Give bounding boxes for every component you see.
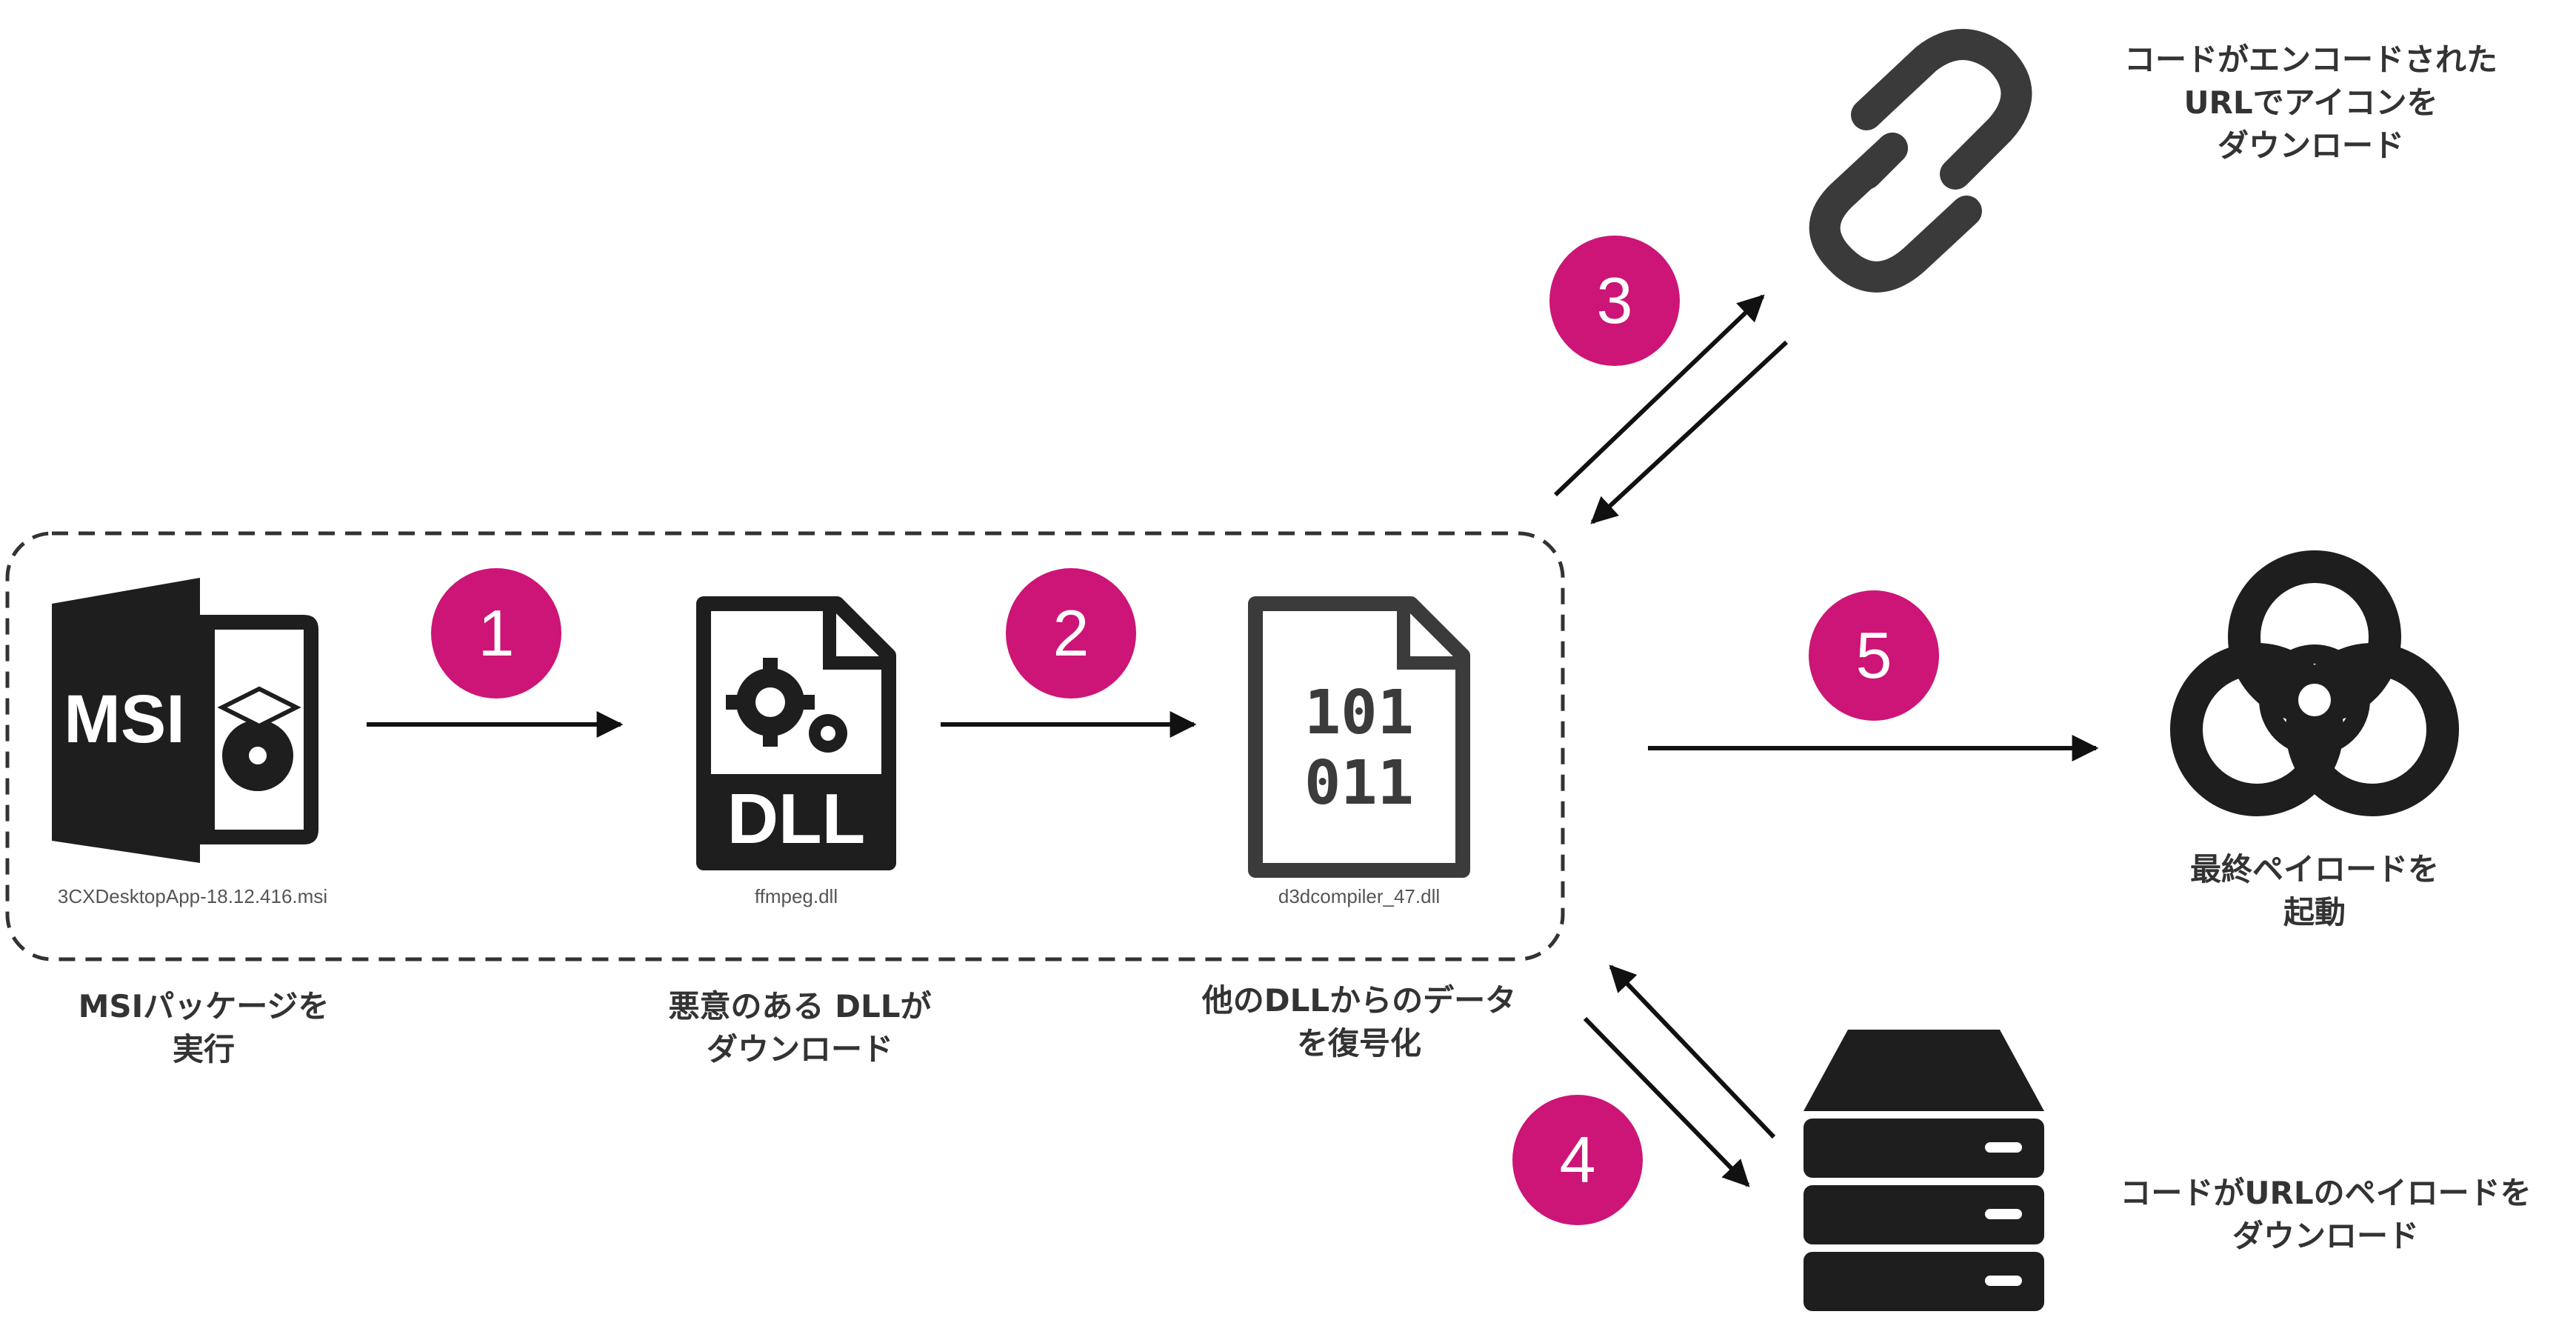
link-caption: コードがエンコードされた URLでアイコンを ダウンロード	[2096, 39, 2526, 167]
binary-line-1: 101	[1304, 678, 1414, 748]
dll-filename: ffmpeg.dll	[754, 885, 838, 907]
msi-filename: 3CXDesktopApp-18.12.416.msi	[57, 885, 328, 907]
gear-icon	[726, 658, 847, 753]
link-icon	[1809, 29, 2032, 293]
payload-caption-line-1: 最終ペイロードを	[2189, 851, 2439, 887]
server-caption-line-2: ダウンロード	[2232, 1218, 2419, 1254]
link-caption-line-3: ダウンロード	[2217, 127, 2404, 164]
arrow-step-4-out	[1583, 1016, 1750, 1187]
d3d-caption-line-1: 他のDLLからのデータ	[1201, 982, 1517, 1019]
server-icon	[1803, 1030, 2044, 1311]
msi-icon-text: MSI	[64, 681, 185, 757]
arrow-step-3-out	[1553, 294, 1765, 497]
step-3-badge: 3	[1549, 236, 1680, 366]
d3d-caption-line-2: を復号化	[1296, 1025, 1421, 1061]
dll-icon-text: DLL	[727, 779, 866, 859]
link-caption-line-2: URLでアイコンを	[2183, 84, 2438, 121]
binary-file-icon: 101 011	[1248, 596, 1470, 878]
biohazard-icon	[2170, 550, 2459, 816]
payload-caption: 最終ペイロードを 起動	[2148, 848, 2481, 934]
msi-caption: MSIパッケージを 実行	[37, 985, 370, 1071]
link-caption-line-1: コードがエンコードされた	[2123, 41, 2497, 78]
payload-caption-line-2: 起動	[2283, 894, 2346, 930]
dll-caption-line-1: 悪意のある DLLが	[668, 988, 932, 1024]
step-4-badge: 4	[1512, 1095, 1643, 1225]
d3d-caption: 他のDLLからのデータ を復号化	[1167, 979, 1552, 1065]
d3d-filename: d3dcompiler_47.dll	[1278, 885, 1441, 907]
step-1-badge: 1	[431, 568, 561, 699]
arrow-step-3-back	[1590, 340, 1789, 524]
msi-file-icon: MSI	[52, 578, 318, 863]
local-process-boundary	[5, 531, 1565, 961]
step-5-badge: 5	[1809, 590, 1939, 721]
dll-caption: 悪意のある DLLが ダウンロード	[622, 985, 978, 1071]
server-caption-line-1: コードがURLのペイロードを	[2120, 1175, 2532, 1211]
step-2-badge: 2	[1006, 568, 1136, 699]
dll-caption-line-2: ダウンロード	[706, 1031, 893, 1067]
msi-caption-line-2: 実行	[172, 1031, 235, 1067]
dll-file-icon: DLL	[696, 596, 896, 870]
server-caption: コードがURLのペイロードを ダウンロード	[2096, 1172, 2555, 1258]
binary-line-2: 011	[1304, 748, 1414, 819]
arrow-step-4-back	[1609, 964, 1776, 1139]
msi-caption-line-1: MSIパッケージを	[78, 988, 330, 1024]
